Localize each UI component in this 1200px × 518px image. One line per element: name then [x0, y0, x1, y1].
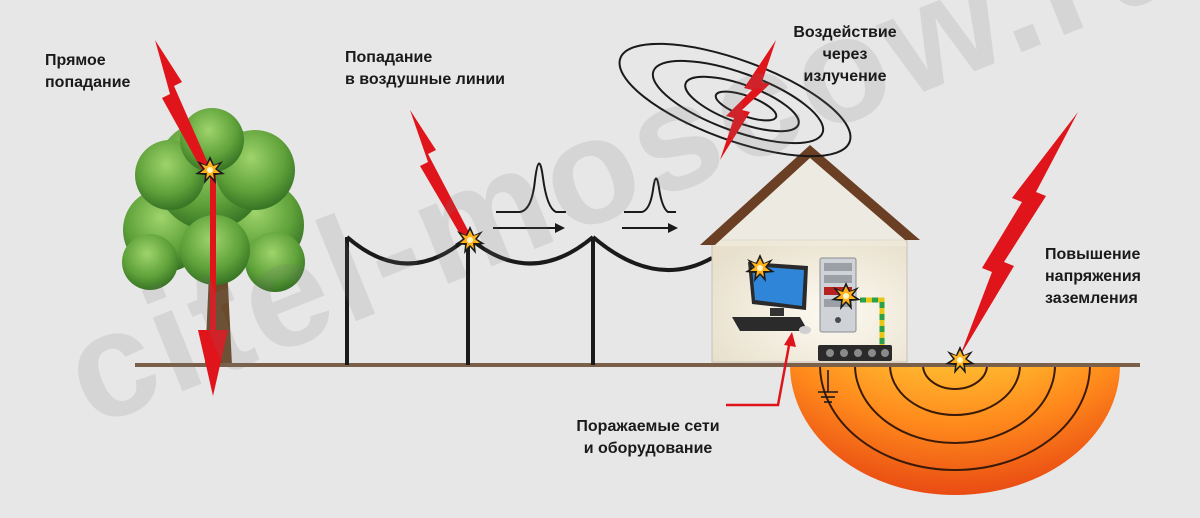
label-overhead-lines: Попадание в воздушные линии	[345, 47, 505, 91]
label-line: через	[822, 46, 868, 63]
pointer-line	[726, 332, 796, 407]
overhead-power-line	[345, 235, 752, 365]
label-line: Воздействие	[793, 24, 897, 41]
label-line: заземления	[1045, 290, 1138, 307]
label-line: попадание	[45, 74, 131, 91]
ground-symbol-icon	[818, 370, 838, 403]
label-line: Повышение	[1045, 246, 1141, 263]
label-line: и оборудование	[583, 440, 713, 457]
lightning-bolt-icon	[960, 112, 1078, 356]
label-line: излучение	[803, 68, 887, 85]
label-line: Прямое	[45, 52, 106, 69]
ground-wire	[860, 297, 885, 345]
label-line: в воздушные линии	[345, 71, 506, 88]
label-radiation: Воздействие через излучение	[785, 22, 905, 88]
label-line: Попадание	[345, 49, 433, 66]
lightning-bolt-icon	[155, 40, 228, 396]
surge-pulse	[622, 177, 678, 233]
label-line: напряжения	[1045, 268, 1141, 285]
power-strip-icon	[818, 345, 892, 361]
label-direct-hit: Прямое попадание	[45, 50, 130, 94]
surge-pulse	[493, 162, 566, 233]
label-affected-equipment: Поражаемые сети и оборудование	[558, 416, 738, 460]
label-ground-rise: Повышение напряжения заземления	[1045, 244, 1141, 310]
ground-potential-zone	[790, 365, 1120, 495]
lightning-bolt-icon	[720, 40, 776, 160]
label-line: Поражаемые сети	[576, 418, 720, 435]
lightning-bolt-icon	[410, 110, 472, 241]
